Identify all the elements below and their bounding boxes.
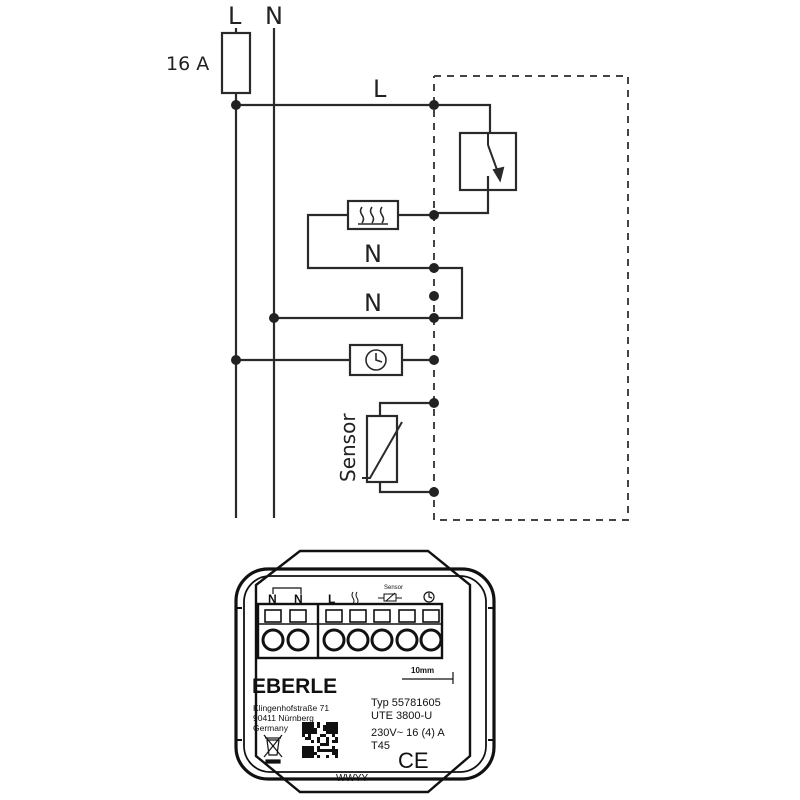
rating-label: 230V~ 16 (4) A [371, 727, 445, 739]
terminal-slot [325, 609, 343, 623]
sensor-label: Sensor [336, 413, 360, 482]
fuse-rating-label: 16 A [166, 53, 209, 75]
heater-loop-wire [306, 213, 434, 270]
address-line-1: Klingenhofstraße 71 [253, 703, 329, 713]
terminal-slot [349, 609, 367, 623]
sensor-box [365, 414, 399, 484]
fuse-symbol [220, 31, 252, 95]
terminal-slot [289, 609, 307, 623]
terminal-label-n1: N [268, 592, 277, 606]
n-bridge-marker [272, 587, 302, 594]
rail-n-label: N [265, 2, 283, 30]
terminal-sensor-icon [378, 592, 402, 602]
scale-label: 10mm [411, 666, 434, 675]
terminal-screws [261, 609, 443, 652]
terminal-label-l: L [328, 592, 335, 606]
type-number: Typ 55781605 [371, 697, 441, 709]
model-number: UTE 3800-U [371, 710, 432, 722]
heating-icon [358, 206, 388, 225]
address-line-3: Germany [253, 723, 289, 733]
device-boundary-dashed [433, 75, 629, 521]
junction-dots [231, 100, 439, 497]
rail-l-label: L [228, 2, 242, 30]
temperature-class: T45 [371, 740, 390, 752]
date-code: WWYY [336, 773, 369, 784]
qr-code-icon [302, 722, 338, 758]
address-line-2: 90411 Nürnberg [253, 713, 314, 723]
neutral-label-1: N [364, 240, 382, 268]
weee-bin-icon [263, 734, 283, 764]
terminal-heating-icon [350, 591, 361, 605]
wiring-diagram [220, 28, 518, 518]
n-bridge-wire [434, 266, 464, 320]
terminal-screw [261, 628, 285, 652]
terminal-slot [264, 609, 282, 623]
device-housing [234, 549, 496, 794]
relay-switch-icon [487, 133, 505, 183]
scale-bar [402, 672, 454, 684]
sensor-bottom-wire [378, 482, 434, 494]
terminal-screw [286, 628, 310, 652]
terminal-slot [398, 609, 416, 623]
relay-bottom-wire [434, 176, 490, 215]
sensor-thermistor-icon [362, 421, 403, 479]
clock-icon [365, 349, 387, 371]
neutral-label-2: N [364, 289, 382, 317]
terminal-screw [322, 628, 346, 652]
terminal-screw [419, 628, 443, 652]
terminal-clock-icon [423, 591, 435, 603]
brand-logo: EBERLE [252, 675, 337, 698]
line-label: L [373, 75, 387, 103]
terminal-sensor-tag: Sensor [384, 585, 403, 591]
relay-top-wire [434, 103, 492, 133]
terminal-screw [346, 628, 370, 652]
sensor-top-wire [378, 401, 434, 416]
terminal-slot [422, 609, 440, 623]
terminal-screw [370, 628, 394, 652]
ce-mark: CE [398, 748, 429, 773]
terminal-screw [395, 628, 419, 652]
terminal-label-n2: N [294, 592, 303, 606]
terminal-slot [373, 609, 391, 623]
